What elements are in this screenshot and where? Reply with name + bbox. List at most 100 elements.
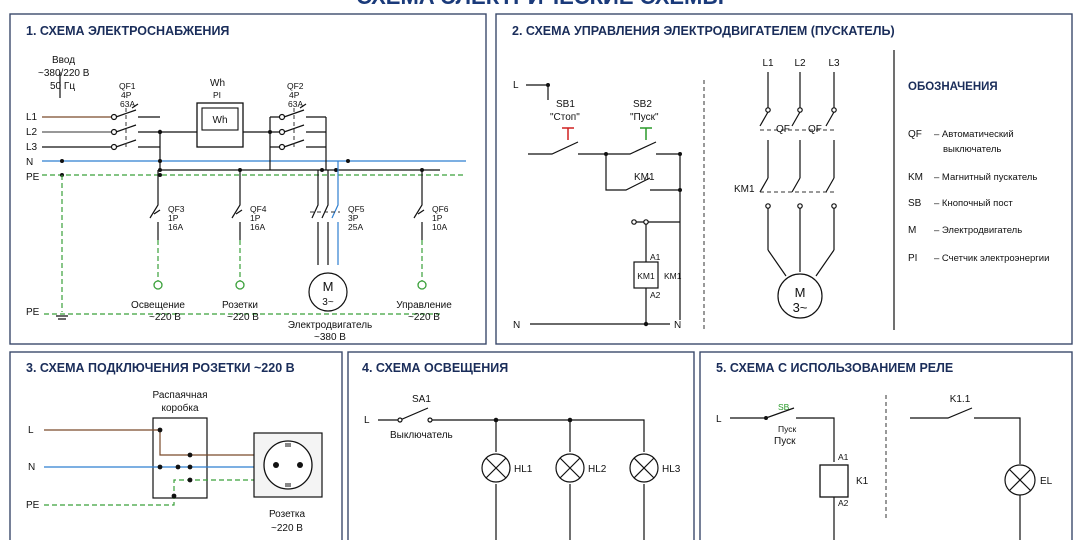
socket-ground-top	[285, 443, 291, 447]
meter-display	[201, 107, 239, 131]
control-l-label: L	[513, 80, 519, 91]
relay-push-label: Пуск	[778, 424, 797, 434]
page-title: СХЕМА ЭЛЕКТРИЧЕСКИЕ СХЕМЫ	[356, 0, 724, 9]
qf2-poles: 4P	[289, 90, 300, 100]
motor-2-symbol	[777, 273, 823, 319]
panel5-title: 5. СХЕМА С ИСПОЛЬЗОВАНИЕМ РЕЛЕ	[716, 361, 953, 375]
coil-label: KM1	[637, 271, 655, 281]
lamp-hl3	[629, 453, 659, 483]
km1-contact-label: KM1	[634, 172, 655, 183]
qf-left-label: QF	[776, 124, 790, 135]
coil-feed	[634, 221, 680, 262]
lamp-el	[1004, 464, 1036, 496]
legend-desc-qf-1: – Автоматический	[934, 129, 1014, 140]
load-control-voltage: ~220 В	[408, 312, 440, 323]
qf5-breaker	[310, 161, 340, 265]
socket-face	[263, 440, 313, 490]
legend-code-sb: SB	[908, 198, 922, 209]
qf-right-label: QF	[808, 124, 822, 135]
stop-button-icon	[562, 127, 574, 140]
motor-1-symbol	[308, 272, 348, 312]
panel5-group: 5. СХЕМА С ИСПОЛЬЗОВАНИЕМ РЕЛЕ L SB Пуск…	[716, 361, 1053, 540]
legend-desc-qf-2: выключатель	[943, 144, 1001, 155]
load-socket-voltage: ~220 В	[227, 312, 259, 323]
start-button-icon	[640, 127, 652, 140]
legend-code-km: KM	[908, 172, 923, 183]
coil-a2: A2	[650, 290, 661, 300]
legend-desc-pi: – Счетчик электроэнергии	[934, 253, 1049, 264]
panel2-title: 2. СХЕМА УПРАВЛЕНИЯ ЭЛЕКТРОДВИГАТЕЛЕМ (П…	[512, 24, 895, 38]
distribution-bus	[159, 117, 440, 171]
qf4-breaker	[231, 170, 245, 290]
lamp-el-label: EL	[1040, 476, 1053, 487]
phase-l2: L2	[794, 58, 806, 69]
meter-inner: Wh	[213, 115, 228, 126]
power-circuit	[759, 72, 837, 277]
qf1-poles: 4P	[121, 90, 132, 100]
bus-label-l1: L1	[26, 112, 38, 123]
socket-pin-right	[297, 462, 303, 468]
sb1-name: "Стоп"	[550, 112, 580, 123]
km1-holding-contact	[605, 154, 680, 191]
relay-push-label-2: Пуск	[774, 436, 796, 447]
load-light-label: Освещение	[131, 300, 185, 311]
qf6-current: 10A	[432, 222, 447, 232]
control-n-left: N	[513, 320, 520, 331]
qf2-current: 63A	[288, 99, 303, 109]
qf4-name: QF4	[250, 204, 267, 214]
qf3-current: 16A	[168, 222, 183, 232]
qf1-name: QF1	[119, 81, 136, 91]
bus-label-l3: L3	[26, 142, 38, 153]
relay-l-label: L	[716, 414, 722, 425]
phase-l3: L3	[828, 58, 840, 69]
phase-l1: L1	[762, 58, 774, 69]
control-n-right: N	[674, 320, 681, 331]
ground-icon	[56, 315, 68, 320]
lamp-wires	[495, 420, 645, 540]
qf2-contacts	[269, 103, 326, 170]
lamp-hl1-label: HL1	[514, 464, 533, 475]
km1-power-label: KM1	[734, 184, 755, 195]
socket-label: Розетка	[269, 509, 306, 520]
panel-power-supply	[9, 13, 487, 345]
load-motor-label: Электродвигатель	[288, 320, 372, 331]
socket-ground-bottom	[285, 483, 291, 487]
panel4-group: 4. СХЕМА ОСВЕЩЕНИЯ L SA1 Выключатель HL1…	[362, 361, 681, 540]
qf3-breaker	[149, 170, 163, 290]
qf3-name: QF3	[168, 204, 185, 214]
legend-code-m: M	[908, 225, 916, 236]
panel2-group: 2. СХЕМА УПРАВЛЕНИЯ ЭЛЕКТРОДВИГАТЕЛЕМ (П…	[512, 24, 895, 331]
relay-a1: A1	[838, 452, 849, 462]
legend-code-qf: QF	[908, 129, 922, 140]
panel1-group: 1. СХЕМА ЭЛЕКТРОСНАБЖЕНИЯ Ввод ~380/220 …	[26, 24, 466, 343]
bus-label-l2: L2	[26, 127, 38, 138]
bus-label-pe: PE	[26, 172, 40, 183]
coil-a1: A1	[650, 252, 661, 262]
switch-label: Выключатель	[390, 430, 453, 441]
relay-a2: A2	[838, 498, 849, 508]
motor-2-phase: 3~	[793, 300, 808, 315]
socket-voltage: ~220 В	[271, 523, 303, 534]
relay-contact-label: K1.1	[950, 394, 971, 405]
motor-2-m: M	[795, 285, 806, 300]
relay-sb-label: SB	[778, 402, 790, 412]
qf5-current: 25A	[348, 222, 363, 232]
input-voltage: ~380/220 В	[38, 68, 90, 79]
load-control-label: Управление	[396, 300, 452, 311]
lamp-hl3-label: HL3	[662, 464, 681, 475]
socket-line-n: N	[28, 462, 35, 473]
qf1-contacts	[110, 103, 160, 151]
lamp-hl2-label: HL2	[588, 464, 607, 475]
km1-coil	[633, 261, 659, 289]
qf4-current: 16A	[250, 222, 265, 232]
qf6-name: QF6	[432, 204, 449, 214]
lamp-hl2	[555, 453, 585, 483]
legend-desc-km: – Магнитный пускатель	[934, 172, 1037, 183]
panel1-title: 1. СХЕМА ЭЛЕКТРОСНАБЖЕНИЯ	[26, 24, 229, 38]
load-motor-voltage: ~380 В	[314, 332, 346, 343]
lamp-hl1	[481, 453, 511, 483]
qf2-name: QF2	[287, 81, 304, 91]
panel3-title: 3. СХЕМА ПОДКЛЮЧЕНИЯ РОЗЕТКИ ~220 В	[26, 361, 295, 375]
legend-desc-m: – Электродвигатель	[934, 225, 1022, 236]
